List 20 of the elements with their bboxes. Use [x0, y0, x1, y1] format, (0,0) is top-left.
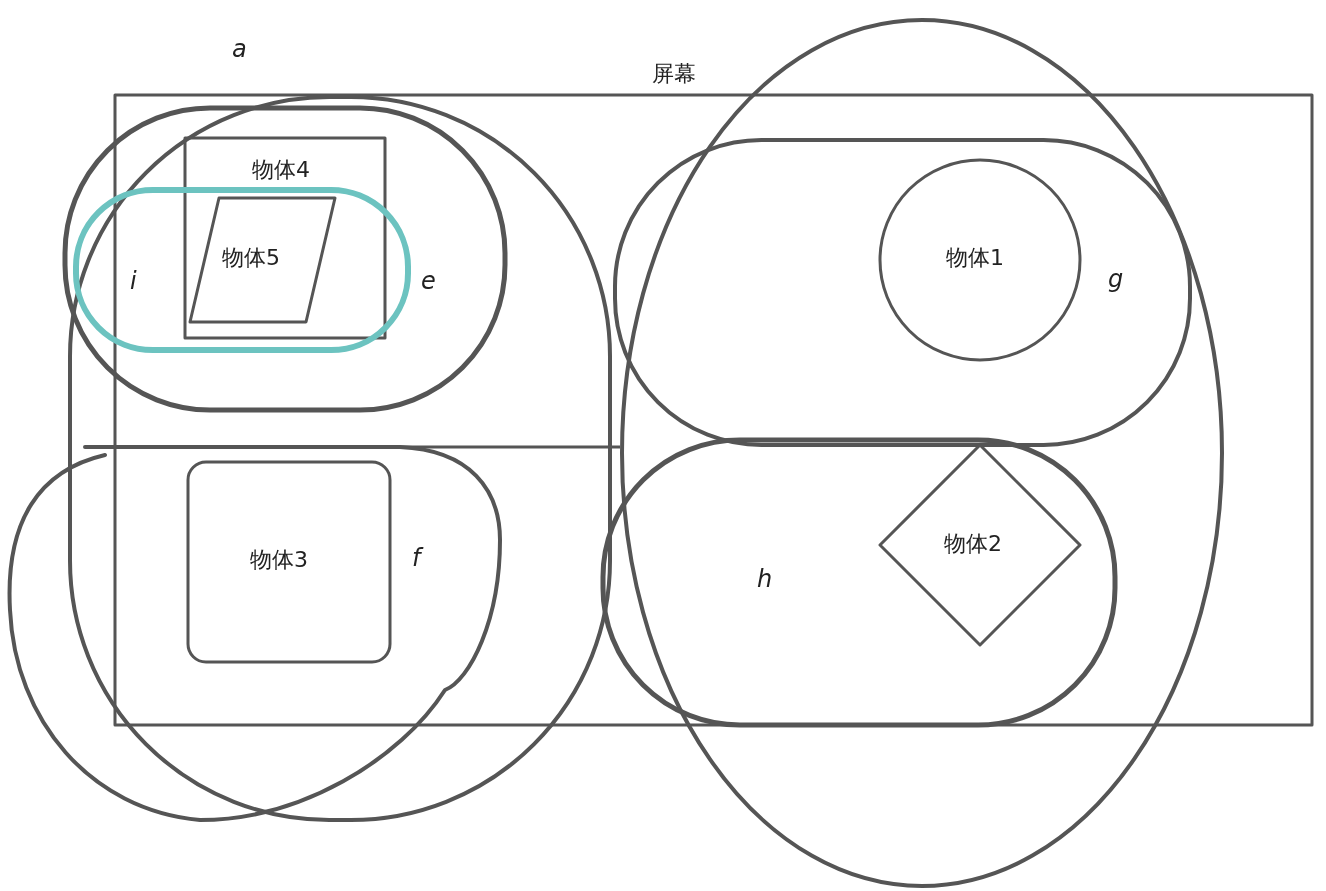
- shape-label: e: [421, 268, 436, 295]
- rounded-box: [188, 462, 390, 662]
- shape-label: a: [232, 36, 247, 63]
- shape-label: 物体1: [946, 246, 1004, 271]
- shape-label: 屏幕: [652, 62, 696, 87]
- parallelogram-shape: [190, 198, 335, 322]
- shape-label: h: [757, 566, 773, 593]
- square-box: [185, 138, 385, 338]
- diamond-shape: [880, 445, 1080, 645]
- shape-label: g: [1108, 266, 1124, 293]
- loop-outline: [622, 20, 1222, 886]
- loop-outline: [603, 440, 1115, 725]
- shape-label: 物体2: [944, 532, 1002, 557]
- loop-outline: [8, 445, 502, 823]
- shape-label: 物体3: [250, 548, 308, 573]
- shape-label: i: [130, 268, 137, 295]
- circle-shape: [880, 160, 1080, 360]
- loop-outline: [615, 140, 1190, 445]
- shape-label: 物体5: [222, 246, 280, 271]
- shape-label: 物体4: [252, 158, 310, 183]
